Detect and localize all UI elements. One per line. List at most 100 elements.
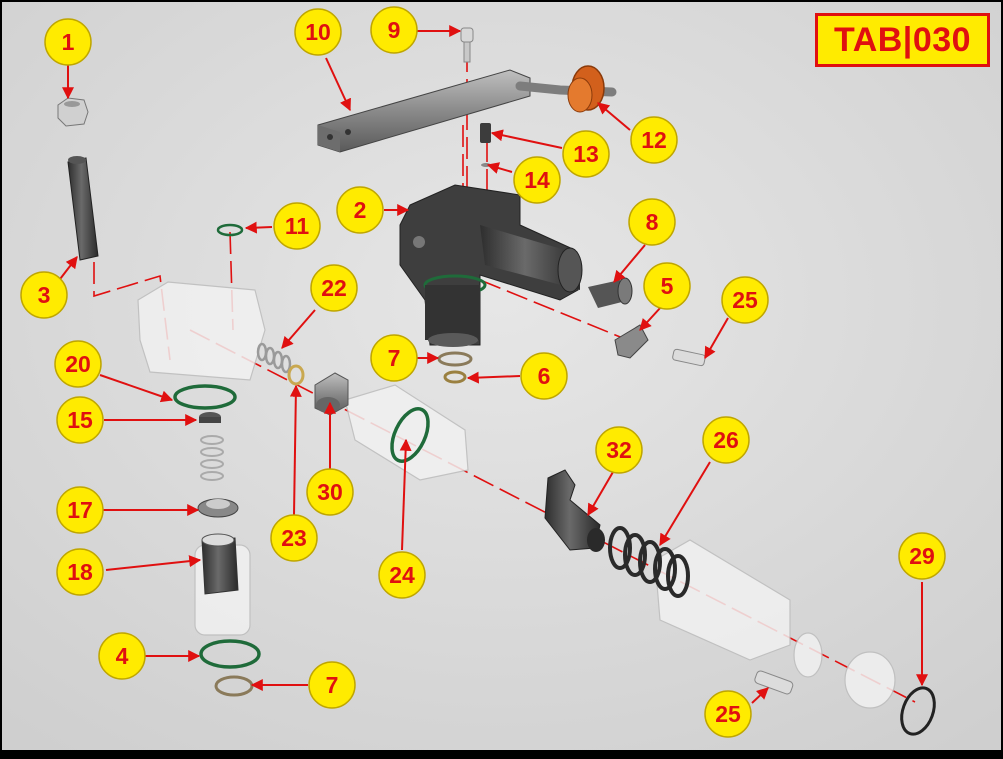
part-15-spring [200,435,224,481]
callout-label: 13 [573,141,599,167]
callout-c29: 29 [898,532,946,580]
callout-c9: 9 [370,6,418,54]
callout-c5: 5 [643,262,691,310]
part-1-nut [57,97,89,127]
callout-label: 4 [116,643,129,669]
callout-c22: 22 [310,264,358,312]
callout-bubble [310,264,358,312]
part-6-washer [443,370,467,384]
callout-c4: 4 [98,632,146,680]
part-30-sleeve [314,372,349,416]
part-3-tube [67,156,99,261]
callout-label: 32 [606,437,632,463]
callout-bubble [378,551,426,599]
part-5-lever [614,324,649,359]
callout-c7a: 7 [370,334,418,382]
callout-bubble [308,661,356,709]
callout-c14: 14 [513,156,561,204]
callout-bubble [898,532,946,580]
callout-bubble [702,416,750,464]
callout-bubble [704,690,752,738]
callout-c23: 23 [270,514,318,562]
callout-label: 15 [67,407,93,433]
callout-c20: 20 [54,340,102,388]
callout-label: 25 [732,287,758,313]
callout-bubble [56,548,104,596]
callout-c12: 12 [630,116,678,164]
part-13-pin [480,123,491,143]
callout-bubble [336,186,384,234]
callout-label: 17 [67,497,93,523]
callout-label: 14 [524,167,550,193]
part-20-oring [173,384,237,410]
callout-label: 8 [646,209,659,235]
callout-c26: 26 [702,416,750,464]
part-26-spring [608,526,690,598]
part-25-screw-lower [754,670,794,695]
callout-bubble [562,130,610,178]
callout-c10: 10 [294,8,342,56]
callout-bubble [98,632,146,680]
part-4-oring [199,639,261,669]
callout-label: 11 [285,213,310,239]
callout-c25b: 25 [704,690,752,738]
callout-c11: 11 [273,202,321,250]
callout-bubble [370,334,418,382]
callout-label: 2 [354,197,367,223]
callout-c1: 1 [44,18,92,66]
callout-label: 23 [281,525,307,551]
leader-lines [56,25,928,704]
callout-bubble [721,276,769,324]
part-32-cam [544,469,605,552]
callout-bubble [370,6,418,54]
callout-bubble [270,514,318,562]
callout-label: 29 [909,543,935,569]
part-8-plug [588,277,633,308]
part-22-spring [256,342,292,374]
part-12-coupling [567,65,605,113]
callout-label: 3 [38,282,51,308]
callout-c2: 2 [336,186,384,234]
callout-label: 7 [388,345,401,371]
callout-label: 12 [641,127,667,153]
callout-c6: 6 [520,352,568,400]
callout-label: 26 [713,427,739,453]
callout-bubble [628,198,676,246]
callout-bubble [56,486,104,534]
callout-c7b: 7 [308,661,356,709]
callout-label: 1 [62,29,75,55]
callout-c24: 24 [378,551,426,599]
part-17-valve [197,498,239,518]
callout-c17: 17 [56,486,104,534]
callout-label: 25 [715,701,741,727]
part-25-screw-upper [672,348,706,367]
callout-label: 18 [67,559,93,585]
callout-c30: 30 [306,468,354,516]
callout-label: 30 [317,479,343,505]
part-29-circlip [900,686,936,736]
callout-layer: 1 10 9 12 13 14 2 8 11 3 22 5 25 7 6 20 15 30 23 24 32 26 17 18… [20,6,946,738]
callout-bubble [20,271,68,319]
callout-c32: 32 [595,426,643,474]
callout-label: 24 [389,562,415,588]
part-2-body [399,184,583,347]
callout-label: 6 [538,363,551,389]
callout-bubble [44,18,92,66]
callout-label: 22 [321,275,347,301]
callout-label: 9 [388,17,401,43]
callout-bubble [54,340,102,388]
callout-bubble [520,352,568,400]
part-23-washer [287,364,305,386]
callout-bubble [630,116,678,164]
callout-bubble [513,156,561,204]
part-15-cap [199,412,221,423]
callout-bubble [595,426,643,474]
callout-label: 5 [661,273,674,299]
part-11-oring [216,223,244,237]
callout-label: 20 [65,351,91,377]
callout-bubble [306,468,354,516]
callout-c18: 18 [56,548,104,596]
callout-bubble [643,262,691,310]
